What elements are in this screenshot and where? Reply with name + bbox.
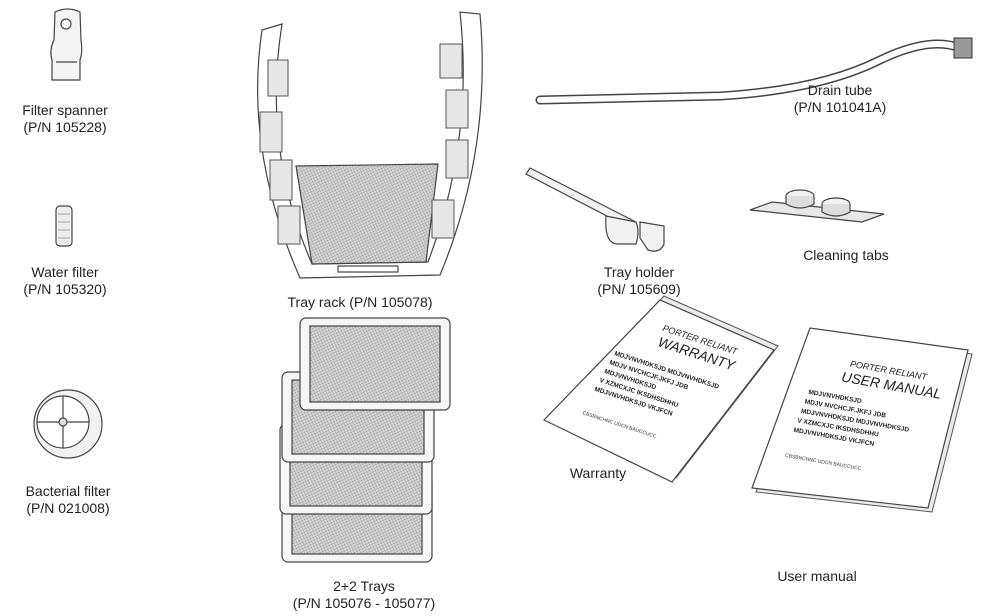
drain-tube-pn: (P/N 101041A): [793, 99, 887, 115]
filter-spanner-label: Filter spanner (P/N 105228): [2, 102, 128, 136]
trays-label: 2+2 Trays (P/N 105076 - 105077): [276, 578, 452, 612]
drain-tube-illustration: [535, 37, 973, 105]
tray-holder-name: Tray holder: [603, 264, 675, 280]
tray-holder-illustration: [525, 167, 665, 252]
tray-rack-label: Tray rack (P/N 105078): [260, 294, 460, 311]
warranty-label: Warranty: [558, 465, 638, 482]
tray-holder-pn: (PN/ 105609): [597, 281, 681, 297]
filter-spanner-pn: (P/N 105228): [23, 119, 107, 135]
user-manual-name: User manual: [777, 568, 857, 584]
drain-tube-name: Drain tube: [807, 82, 873, 98]
trays-pn: (P/N 105076 - 105077): [292, 595, 436, 611]
tray-holder-label: Tray holder (PN/ 105609): [574, 264, 704, 298]
user-manual-booklet-illustration: PORTER RELIANT USER MANUAL MDJVNVHDKSJD …: [751, 327, 973, 513]
cleaning-tabs-illustration: [749, 189, 885, 223]
tray-rack-illustration: [257, 11, 483, 279]
user-manual-label: User manual: [762, 568, 872, 585]
drain-tube-label: Drain tube (P/N 101041A): [770, 82, 910, 116]
filter-spanner-illustration: [50, 8, 83, 81]
bacterial-filter-name: Bacterial filter: [25, 483, 111, 499]
warranty-booklet-illustration: PORTER RELIANT WARRANTY MDJVNVHDKSJD MDJ…: [542, 295, 779, 483]
cleaning-tabs-name: Cleaning tabs: [803, 247, 889, 263]
bacterial-filter-illustration: [33, 389, 103, 459]
trays-illustration: [279, 317, 451, 563]
water-filter-label: Water filter (P/N 105320): [2, 264, 128, 298]
water-filter-name: Water filter: [31, 264, 99, 280]
trays-name: 2+2 Trays: [333, 578, 395, 594]
bacterial-filter-pn: (P/N 021008): [26, 500, 110, 516]
warranty-name: Warranty: [569, 465, 627, 481]
water-filter-pn: (P/N 105320): [23, 281, 107, 297]
tray-rack-name: Tray rack (P/N 105078): [287, 294, 433, 310]
cleaning-tabs-label: Cleaning tabs: [776, 247, 916, 264]
water-filter-illustration: [55, 205, 73, 247]
filter-spanner-name: Filter spanner: [22, 102, 108, 118]
bacterial-filter-label: Bacterial filter (P/N 021008): [2, 483, 134, 517]
